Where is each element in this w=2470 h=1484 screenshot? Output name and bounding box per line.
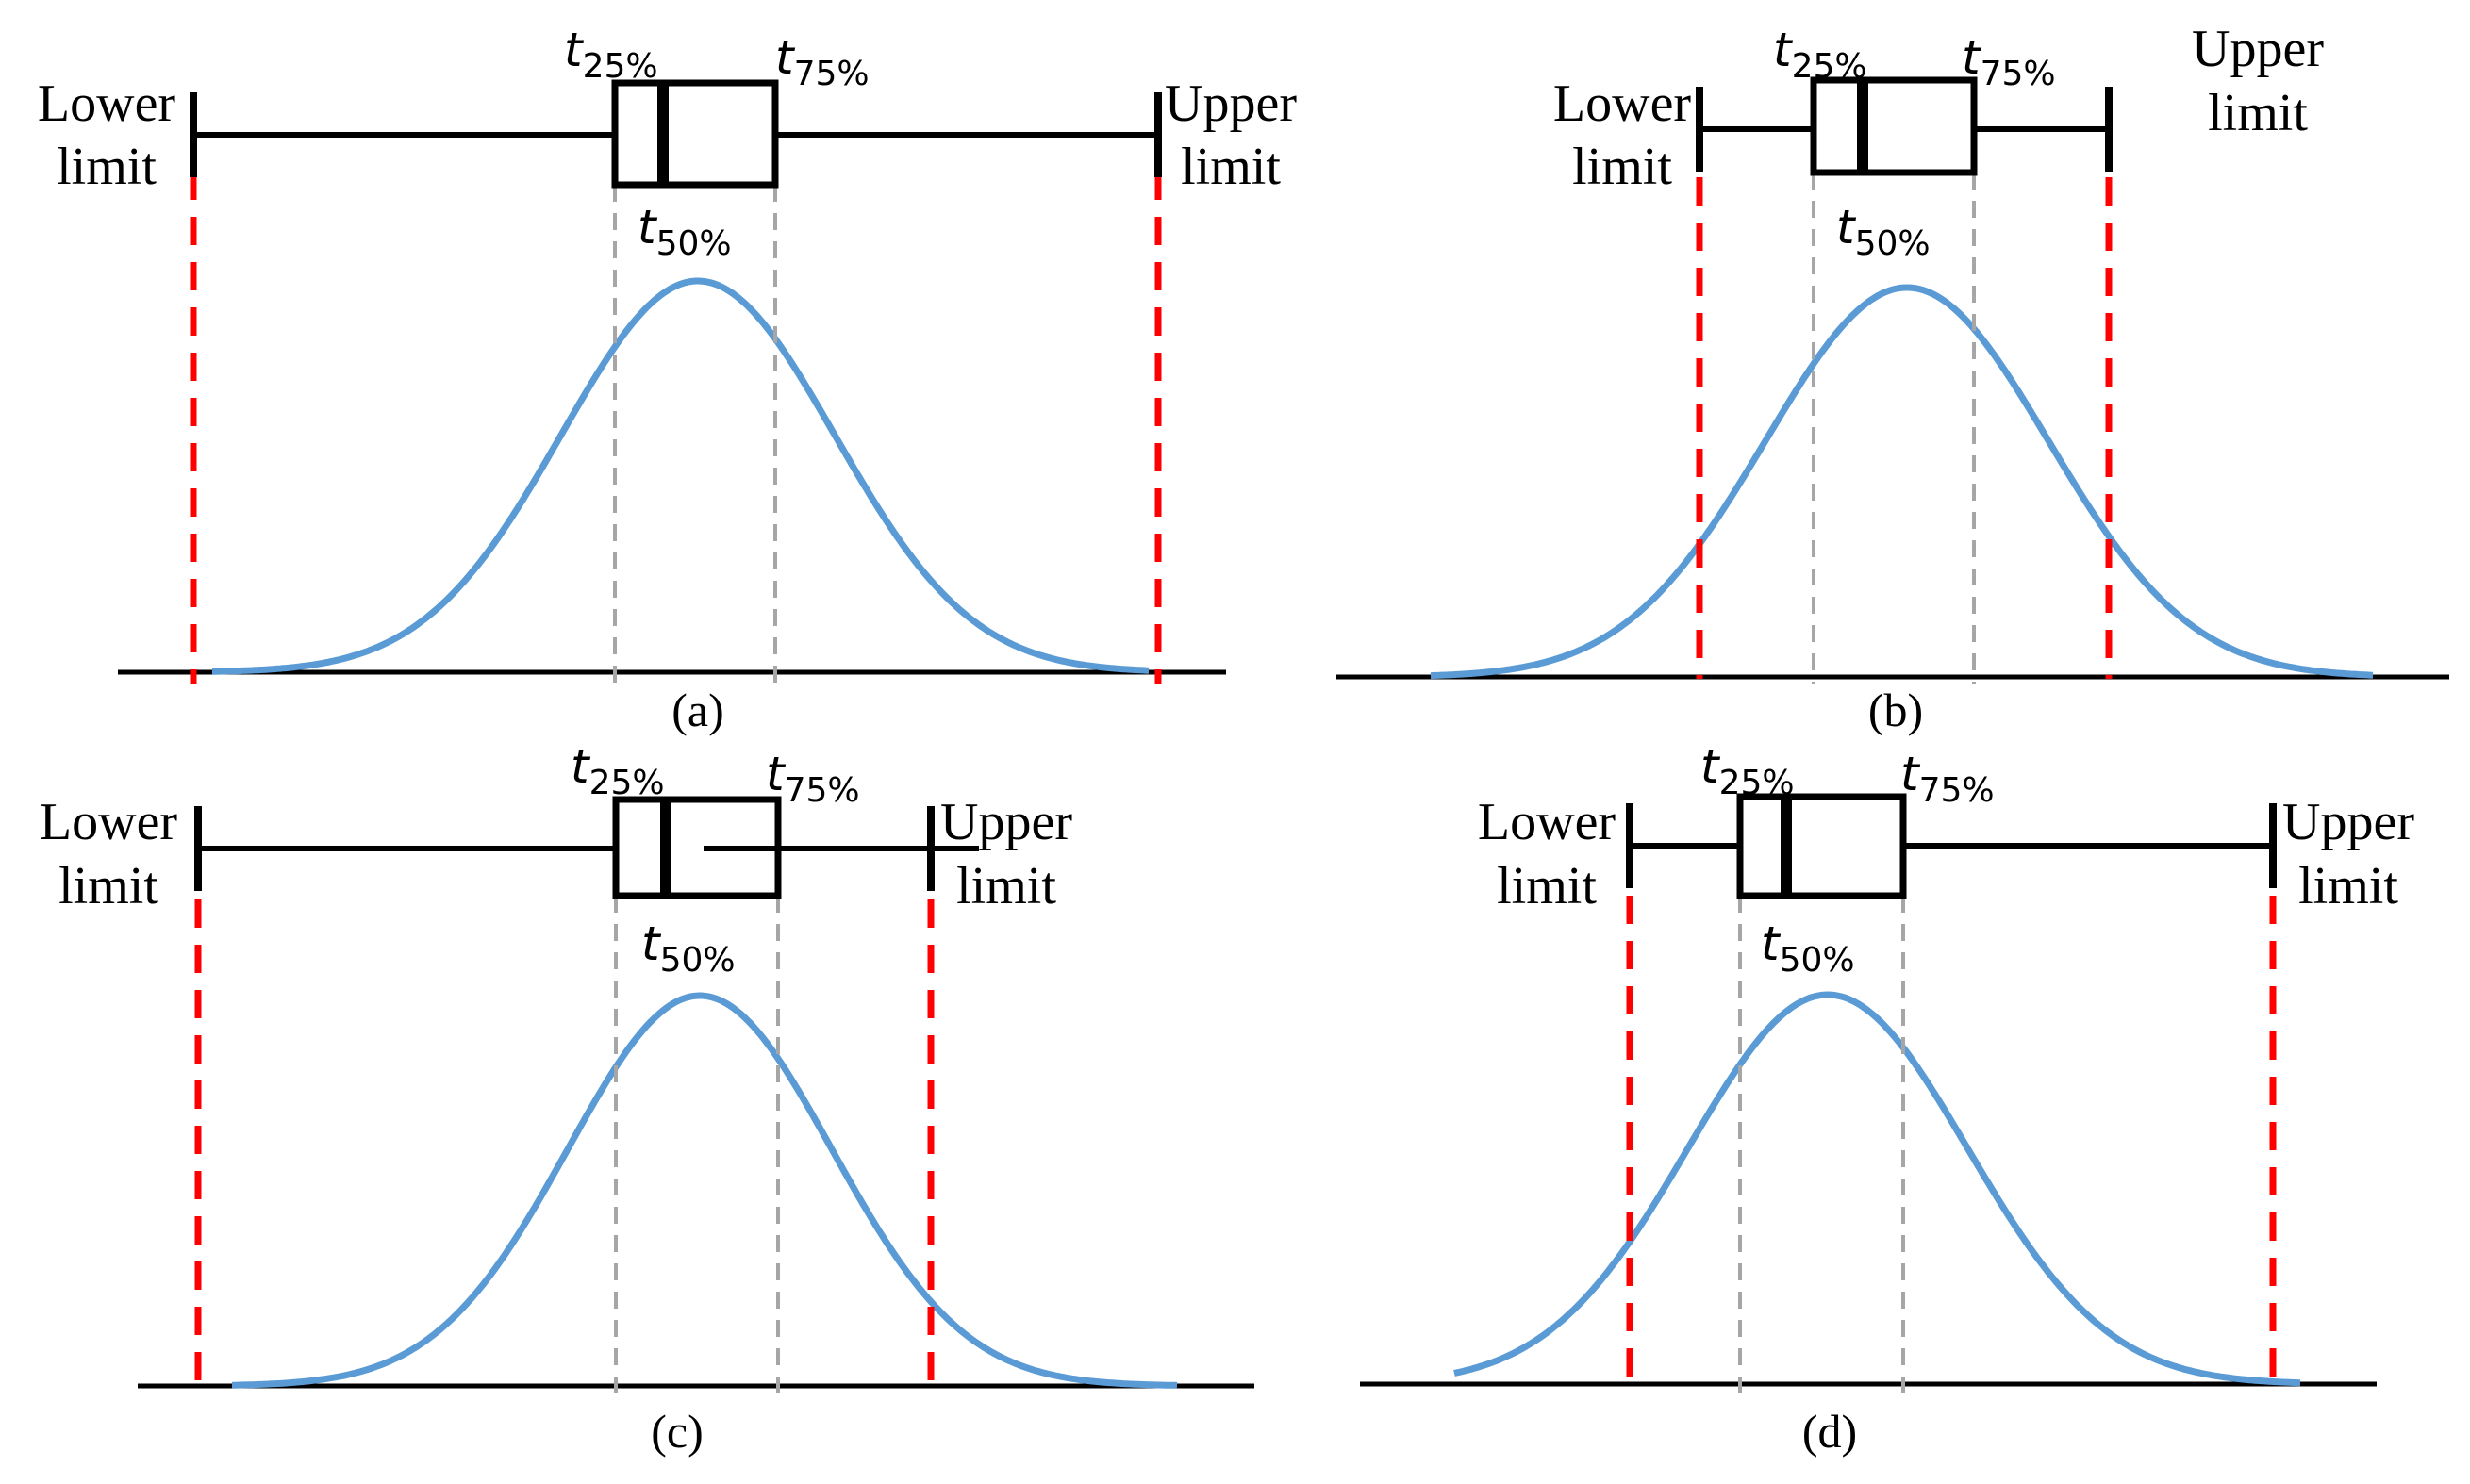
panel-d: Lower limit Upper limit t25% t75% t50% (d) (1360, 739, 2414, 1458)
panel-c: Lower limit Upper limit t25% t75% t50% (c) (40, 739, 1254, 1458)
t75-label: t75% (1962, 30, 2056, 93)
t25-label: t25% (571, 739, 665, 802)
t50-label: t50% (638, 200, 732, 263)
lower-limit-label: limit (57, 138, 157, 196)
panel-caption: (b) (1868, 684, 1923, 736)
upper-limit-label: Upper (2282, 793, 2414, 851)
panel-caption: (c) (651, 1405, 704, 1458)
lower-limit-label: Lower (38, 74, 176, 133)
lower-limit-label: Lower (1478, 793, 1616, 851)
panel-caption: (d) (1802, 1405, 1857, 1458)
upper-limit-label: limit (2208, 84, 2308, 142)
distribution-curve (232, 992, 1178, 1389)
t50-label: t50% (1761, 916, 1855, 980)
t50-label: t50% (1836, 200, 1931, 263)
upper-limit-label: limit (2298, 857, 2398, 915)
upper-limit-label: limit (1181, 138, 1281, 196)
iqr-box (1810, 76, 1978, 176)
t75-label: t75% (775, 30, 870, 93)
iqr-box (1736, 793, 1907, 899)
upper-limit-label: Upper (2192, 20, 2324, 78)
iqr-box (611, 79, 779, 189)
upper-limit-label: limit (956, 857, 1056, 915)
t75-label: t75% (766, 747, 860, 810)
t25-label: t25% (1773, 23, 1867, 86)
upper-limit-label: Upper (940, 793, 1072, 851)
t25-label: t25% (564, 23, 658, 86)
upper-limit-label: Upper (1165, 74, 1297, 133)
lower-limit-label: limit (1572, 138, 1672, 196)
t25-label: t25% (1700, 739, 1795, 802)
distribution-curve (1430, 284, 2374, 680)
lower-limit-label: limit (1497, 857, 1597, 915)
t50-label: t50% (641, 916, 736, 980)
distribution-curve (1453, 991, 2301, 1387)
distribution-curve (212, 277, 1150, 675)
panel-caption: (a) (671, 684, 724, 736)
t75-label: t75% (1900, 747, 1995, 810)
lower-limit-label: Lower (40, 793, 178, 851)
lower-limit-label: limit (58, 857, 158, 915)
lower-limit-label: Lower (1553, 74, 1692, 133)
